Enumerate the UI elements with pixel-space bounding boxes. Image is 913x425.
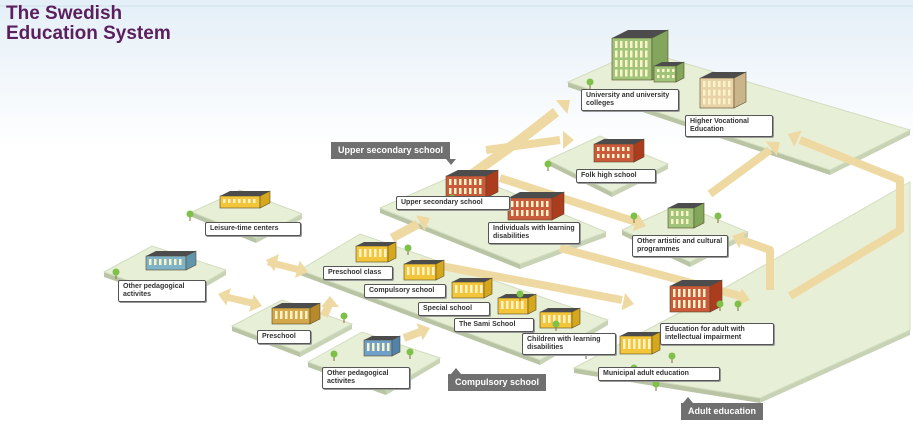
label-individuals-ld: Individuals with learning disabilities [488,222,580,244]
tree-7 [404,244,412,255]
title-line-2: Education System [6,23,171,44]
arrow-compulsory-to-adult-head [621,292,634,311]
arrow-upper-to-artistic [498,174,638,226]
platform-compulsory-front [300,270,540,365]
building-leisure [219,190,271,209]
tag-adult-tail [683,397,693,403]
tree-5 [186,210,194,221]
page-title: The Swedish Education System [6,4,171,44]
arrow-adult-to-artistic [740,236,774,290]
label-folk-high-school: Folk high school [576,169,656,183]
tree-4 [714,212,722,223]
buildings-layer [145,29,747,357]
arrow-otherped2-to-compulsory-head [416,323,430,341]
tag-adult-education: Adult education [681,403,763,420]
tree-12 [406,348,414,359]
arrow-compulsory-to-adult [419,258,623,304]
tree-8 [516,290,524,301]
arrow-compulsory-to-upper-head [416,215,430,232]
building-compulsory [403,259,445,281]
arrow-adult-to-artistic-head [732,231,746,249]
label-preschool: Preschool [257,330,311,344]
tree-18 [734,300,742,311]
tag-compulsory-tail [451,368,461,374]
label-children-ld: Children with learning disabilities [522,333,616,355]
building-other-ped-1 [145,250,197,271]
label-preschool-class: Preschool class [323,266,393,280]
label-municipal-adult: Municipal adult education [598,367,720,381]
arrow-leisure-preschoolclass-head-a [266,254,279,272]
building-higher-vocational [699,71,747,109]
arrow-artistic-to-higher-voc [707,146,773,198]
tree-16 [668,352,676,363]
arrow-preschool-to-class-head [321,296,339,307]
building-preschool-class [355,241,397,263]
arrow-upper-to-folk-head [563,131,574,149]
arrow-otherped-preschool-head-b [249,294,262,312]
building-folk-high [593,138,645,163]
building-other-ped-2 [363,335,401,357]
tag-compulsory: Compulsory school [448,374,547,391]
label-other-pedagogical-1: Other pedagogical activites [118,280,206,302]
label-higher-vocational: Higher Vocational Education [685,115,773,137]
label-compulsory-school: Compulsory school [364,284,446,298]
arrow-adult-to-higher-voc-head [788,130,802,147]
arrow-compulsory-to-upper [389,220,421,242]
label-leisure-centers: Leisure-time centers [205,222,301,236]
tree-10 [340,312,348,323]
arrow-leisure-preschoolclass-head-b [295,260,308,278]
building-preschool [271,302,321,325]
building-adult-ie [669,279,723,313]
label-adult-ie: Education for adult with intellectual im… [660,323,774,345]
label-other-pedagogical-2: Other pedagogical activites [322,367,410,389]
building-university-annex [653,61,685,83]
building-special [451,277,493,299]
arrow-upper-to-folk [485,136,561,154]
tag-upper-secondary-tail [446,159,456,165]
label-sami-school: The Sami School [454,318,534,332]
building-sami [497,293,537,315]
arrow-artistic-to-higher-voc-head [765,141,780,156]
building-individuals-ld [507,191,565,221]
label-special-school: Special school [418,302,490,316]
arrow-otherped-preschool-head-a [218,288,231,306]
tree-3 [630,212,638,223]
building-municipal [619,331,661,355]
arrow-upper-to-artistic-head [632,214,646,232]
arrow-adult-to-higher-voc [787,136,904,300]
tree-9 [552,320,560,331]
building-children-ld [539,307,581,329]
platform-preschool-side [300,324,352,357]
label-artistic-programmes: Other artistic and cultural programmes [632,235,728,257]
platform-adult-side [760,330,910,403]
label-university: University and university colleges [581,89,679,111]
building-artistic [667,202,705,229]
building-upper-secondary [445,169,499,199]
tree-1 [586,78,594,89]
tree-2 [544,160,552,171]
tree-11 [330,350,338,361]
tree-6 [112,268,120,279]
tree-15 [652,380,660,391]
tag-upper-secondary: Upper secondary school [331,142,451,159]
arrow-otherped2-to-compulsory [402,328,422,342]
tree-17 [716,300,724,311]
arrow-upper-to-university-head [555,100,570,114]
label-upper-secondary: Upper secondary school [396,196,510,210]
title-line-1: The Swedish [6,3,123,24]
